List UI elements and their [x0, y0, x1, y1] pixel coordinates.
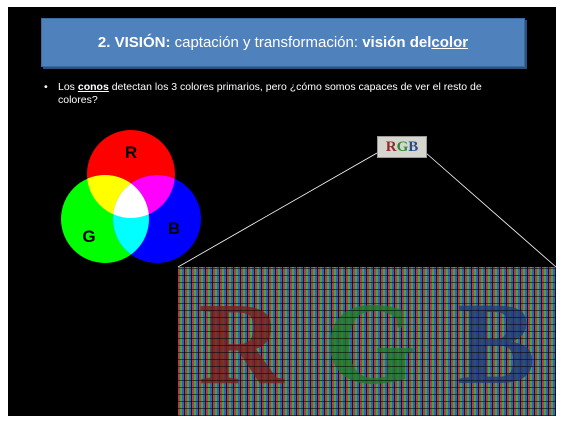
title-middle: captación y transformación:: [170, 34, 363, 51]
title-banner: 2. VISIÓN: captación y transformación: v…: [41, 18, 525, 67]
slide: 2. VISIÓN: captación y transformación: v…: [8, 7, 556, 416]
title-number: 2.: [97, 34, 111, 51]
bullet-text-before: Los: [58, 81, 78, 93]
pixel-grid-overlay: [178, 267, 556, 416]
bullet-text-after: detectan los 3 colores primarios, pero ¿…: [58, 81, 482, 106]
bullet-dot: •: [44, 81, 48, 93]
bullet-text: Los conos detectan los 3 colores primari…: [58, 81, 524, 107]
title-emph-underlined: color: [431, 34, 469, 51]
rgb-sample-r: R: [385, 139, 397, 155]
rgb-text-sample: R G B: [377, 136, 427, 158]
venn-label-b: B: [168, 219, 180, 238]
rgb-sample-g: G: [396, 139, 409, 155]
title-keyword: VISIÓN:: [114, 34, 171, 51]
bullet-conos: conos: [77, 81, 109, 93]
venn-white-center: [113, 175, 149, 218]
zoom-guide-lines: [177, 152, 556, 268]
rgb-venn-diagram: R G B: [61, 130, 201, 263]
venn-label-g: G: [82, 227, 95, 246]
venn-label-r: R: [125, 143, 137, 162]
magnified-subpixel-view: R G B: [178, 267, 556, 416]
rgb-sample-b: B: [408, 139, 419, 155]
title-emph: visión del: [362, 34, 432, 51]
